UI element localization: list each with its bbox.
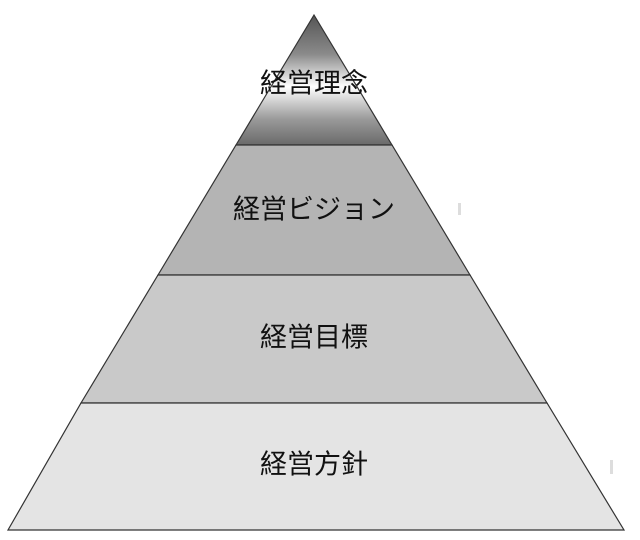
level-2-label: 経営ビジョン xyxy=(233,195,395,226)
level-4-label: 経営方針 xyxy=(260,450,368,481)
level-3-label: 経営目標 xyxy=(260,323,368,354)
level-1-label: 経営理念 xyxy=(260,69,368,100)
artifact-mark xyxy=(458,203,461,215)
pyramid-level-4 xyxy=(6,402,626,531)
artifact-mark xyxy=(610,460,613,474)
